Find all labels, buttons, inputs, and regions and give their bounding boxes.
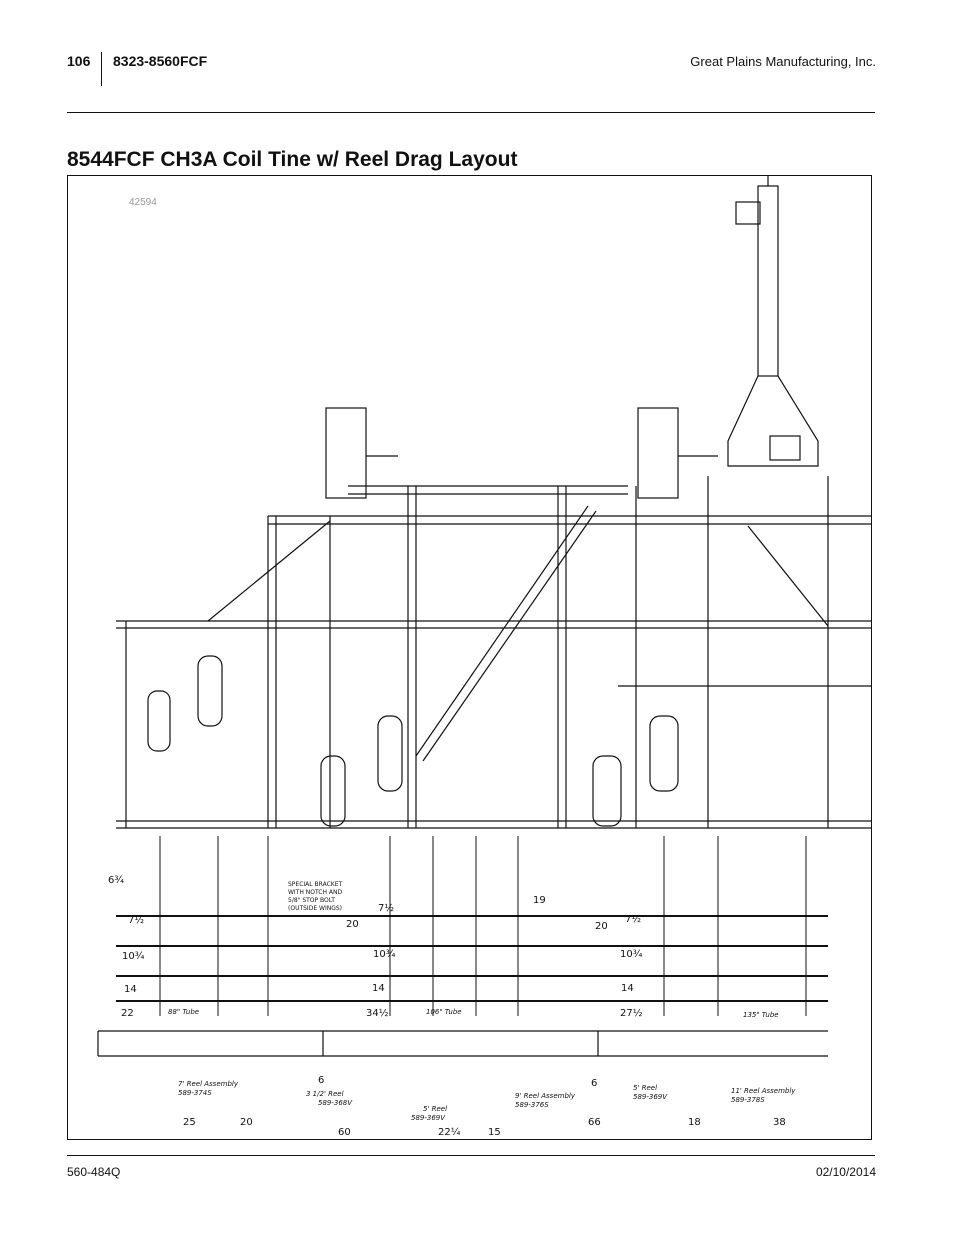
tube-88: 88" Tube (168, 1008, 199, 1016)
reel-7-name: 7' Reel Assembly (178, 1080, 239, 1088)
diagram-labels: SPECIAL BRACKET WITH NOTCH AND 5/8" STOP… (108, 875, 796, 1138)
dim-66: 66 (588, 1117, 601, 1128)
reel-9-part: 589-376S (515, 1101, 549, 1109)
dim-38: 38 (773, 1117, 786, 1128)
dim-7-12-b: 7½ (378, 902, 394, 914)
reel-3-12-name: 3 1/2' Reel (306, 1090, 344, 1098)
tube-135: 135" Tube (743, 1011, 779, 1019)
dim-6-34: 6¾ (108, 875, 124, 886)
bracket-note-1: SPECIAL BRACKET (288, 881, 342, 888)
header-separator (101, 52, 102, 86)
tine-shanks (159, 836, 807, 1016)
dim-10-34-b: 10¾ (373, 949, 396, 960)
dim-14-c: 14 (621, 983, 634, 994)
reel-5-b-name: 5' Reel (633, 1084, 657, 1092)
dim-19: 19 (533, 895, 546, 906)
doc-date: 02/10/2014 (815, 1165, 876, 1179)
dim-27-12: 27½ (620, 1007, 643, 1019)
dim-34-12: 34½ (366, 1007, 389, 1019)
reel-5-a-name: 5' Reel (423, 1105, 447, 1113)
model-number: 8323-8560FCF (113, 53, 208, 69)
dim-22: 22 (121, 1008, 134, 1019)
dim-10-34-a: 10¾ (122, 951, 145, 962)
layout-diagram: SPECIAL BRACKET WITH NOTCH AND 5/8" STOP… (97, 176, 871, 1138)
dim-22-14: 22¼ (438, 1126, 461, 1138)
dim-6-b: 6 (591, 1078, 597, 1089)
dim-14-b: 14 (372, 983, 385, 994)
dim-18: 18 (688, 1117, 701, 1128)
reel-11-part: 589-378S (731, 1096, 765, 1104)
reel-9-name: 9' Reel Assembly (515, 1092, 576, 1100)
dim-10-34-c: 10¾ (620, 949, 643, 960)
bracket-note-2: WITH NOTCH AND (288, 889, 343, 896)
dim-14-a: 14 (124, 984, 137, 995)
dim-6-a: 6 (318, 1075, 324, 1086)
dim-20-b: 20 (595, 921, 608, 932)
reel-5-a-part: 589-369V (411, 1114, 446, 1122)
doc-number: 560-484Q (67, 1165, 121, 1179)
dim-25: 25 (183, 1117, 196, 1128)
dim-20-c: 20 (240, 1117, 253, 1128)
tube-106: 106" Tube (426, 1008, 462, 1016)
reel-7-part: 589-374S (178, 1089, 212, 1097)
reel-5-b-part: 589-369V (633, 1093, 668, 1101)
layout-diagram-frame: SPECIAL BRACKET WITH NOTCH AND 5/8" STOP… (67, 175, 872, 1140)
figure-id: 42594 (129, 197, 157, 208)
bracket-note-3: 5/8" STOP BOLT (288, 897, 335, 904)
machine-frame-drawing (97, 176, 871, 1057)
dim-20-a: 20 (346, 919, 359, 930)
footer-rule (67, 1155, 875, 1156)
dim-15: 15 (488, 1127, 501, 1138)
bracket-note-4: (OUTSIDE WINGS) (288, 905, 342, 912)
page-number: 106 (67, 53, 91, 69)
company-name: Great Plains Manufacturing, Inc. (690, 54, 876, 69)
dim-7-12-a: 7½ (128, 914, 144, 926)
header-rule (67, 112, 875, 113)
page-title: 8544FCF CH3A Coil Tine w/ Reel Drag Layo… (67, 148, 518, 171)
dim-60: 60 (338, 1127, 351, 1138)
reel-11-name: 11' Reel Assembly (731, 1087, 796, 1095)
reel-3-12-part: 589-368V (318, 1099, 353, 1107)
dim-7-12-c: 7½ (625, 913, 641, 925)
